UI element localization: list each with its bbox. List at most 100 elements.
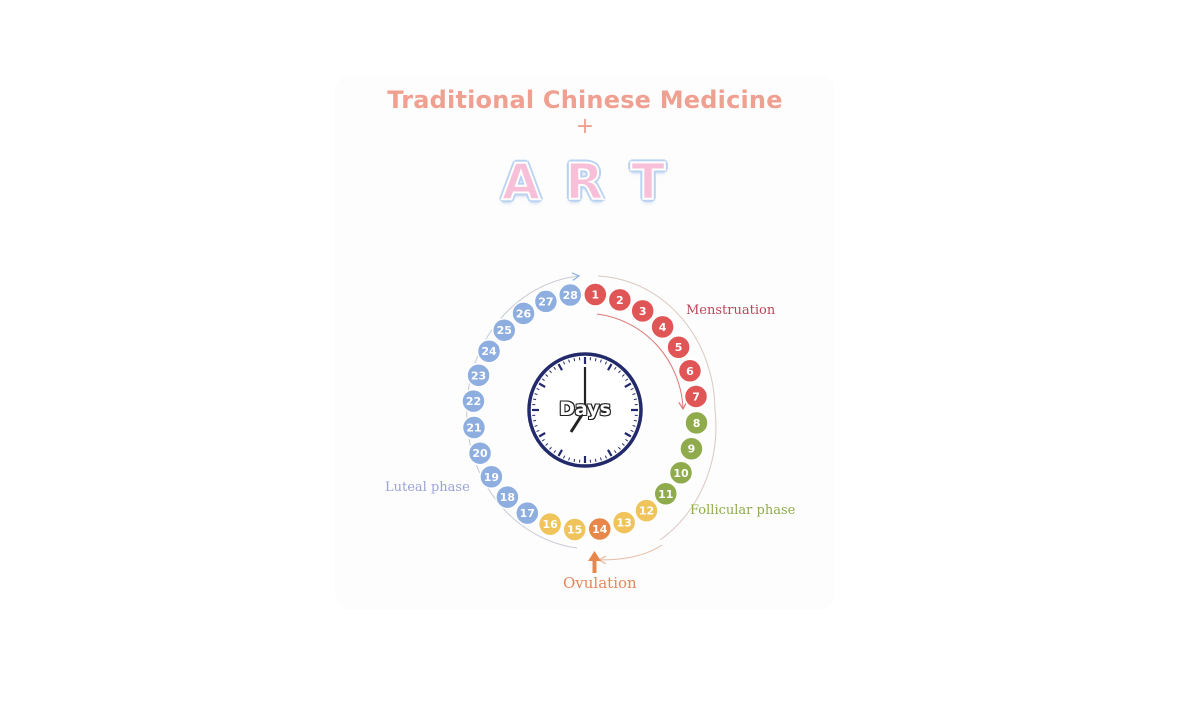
day-number: 19 bbox=[484, 471, 499, 484]
day-circle-18: 18 bbox=[495, 484, 520, 510]
clock-tick bbox=[541, 438, 545, 442]
clock-tick bbox=[599, 457, 602, 461]
day-circle-16: 16 bbox=[537, 511, 563, 537]
day-circle-7: 7 bbox=[683, 384, 709, 409]
menstruation-label: Menstruation bbox=[686, 303, 776, 318]
clock-tick bbox=[604, 361, 608, 365]
clock-tick bbox=[557, 449, 563, 457]
day-circle-20: 20 bbox=[467, 440, 493, 466]
clock-tick bbox=[618, 446, 621, 450]
clock-days-label: Days bbox=[559, 398, 611, 420]
day-number: 15 bbox=[567, 523, 582, 536]
day-number: 22 bbox=[466, 395, 481, 408]
clock-tick bbox=[621, 443, 625, 446]
ovulation-label: Ovulation bbox=[563, 574, 637, 592]
clock-tick bbox=[549, 370, 552, 374]
day-circle-1: 1 bbox=[583, 282, 608, 307]
follicular-phase-label: Follicular phase bbox=[690, 503, 796, 518]
clock-tick bbox=[573, 358, 576, 362]
clock-tick bbox=[536, 429, 540, 433]
clock-tick bbox=[632, 424, 636, 427]
page-title: Traditional Chinese Medicine bbox=[387, 86, 783, 114]
day-number: 7 bbox=[692, 390, 700, 403]
day-circle-28: 28 bbox=[557, 282, 583, 308]
outer-cycle-ring-left bbox=[466, 276, 578, 549]
day-circle-19: 19 bbox=[479, 464, 504, 490]
day-number: 28 bbox=[563, 289, 578, 302]
day-number: 6 bbox=[686, 365, 694, 378]
background-card bbox=[335, 75, 835, 610]
clock-tick bbox=[545, 374, 549, 377]
day-circle-22: 22 bbox=[461, 388, 486, 414]
clock-tick bbox=[613, 450, 617, 454]
day-number: 11 bbox=[658, 488, 673, 501]
day-circle-8: 8 bbox=[684, 410, 709, 436]
day-number: 8 bbox=[693, 417, 701, 430]
day-number: 17 bbox=[520, 507, 535, 520]
clock-tick bbox=[573, 458, 576, 462]
clock-tick bbox=[545, 443, 549, 446]
day-number: 1 bbox=[591, 289, 599, 302]
day-circle-6: 6 bbox=[677, 358, 703, 384]
day-circle-17: 17 bbox=[515, 500, 540, 526]
clock-tick bbox=[624, 382, 632, 388]
clock-tick bbox=[557, 363, 563, 371]
clock-tick bbox=[630, 387, 634, 391]
clock-tick bbox=[534, 424, 538, 427]
day-number: 14 bbox=[592, 523, 608, 536]
day-number: 5 bbox=[675, 341, 683, 354]
day-number: 3 bbox=[639, 305, 647, 318]
clock-icon bbox=[527, 352, 643, 468]
day-circle-12: 12 bbox=[634, 498, 659, 523]
day-number: 25 bbox=[497, 324, 512, 337]
menstruation-arrow bbox=[596, 313, 683, 408]
outer-cycle-ring-right bbox=[597, 275, 717, 541]
day-circle-26: 26 bbox=[511, 301, 536, 326]
clock-tick bbox=[553, 366, 557, 370]
clock-tick bbox=[625, 438, 629, 442]
clock-tick bbox=[630, 429, 634, 433]
day-circle-21: 21 bbox=[461, 415, 487, 440]
day-number: 27 bbox=[538, 295, 553, 308]
day-circle-9: 9 bbox=[679, 436, 704, 461]
clock-tick bbox=[621, 374, 625, 377]
clock-tick bbox=[607, 449, 613, 457]
plus-sign: + bbox=[575, 114, 595, 139]
day-number: 10 bbox=[673, 467, 689, 480]
clock-tick bbox=[594, 358, 597, 362]
clock-tick bbox=[534, 393, 538, 396]
clock-tick bbox=[618, 370, 621, 374]
follicular-arrow bbox=[600, 544, 663, 560]
day-number: 16 bbox=[542, 518, 558, 531]
day-circle-4: 4 bbox=[650, 314, 675, 340]
day-circle-25: 25 bbox=[491, 317, 517, 343]
day-circle-2: 2 bbox=[607, 287, 633, 313]
day-number: 2 bbox=[616, 294, 624, 307]
luteal-phase-label: Luteal phase bbox=[385, 480, 470, 495]
day-number: 12 bbox=[639, 505, 654, 518]
day-circle-15: 15 bbox=[562, 517, 587, 542]
clock-tick bbox=[633, 398, 637, 401]
clock-tick bbox=[613, 366, 617, 370]
art-wordmark: A R T bbox=[492, 146, 677, 218]
clock-tick bbox=[536, 387, 540, 391]
day-number: 26 bbox=[516, 307, 532, 320]
clock-tick bbox=[633, 419, 637, 422]
day-number: 23 bbox=[471, 369, 486, 382]
day-circle-14: 14 bbox=[587, 516, 613, 542]
day-circle-23: 23 bbox=[466, 363, 491, 388]
clock-tick bbox=[562, 361, 566, 365]
clock-tick bbox=[632, 393, 636, 396]
day-number: 21 bbox=[466, 422, 481, 435]
art-letter-t: T bbox=[630, 152, 666, 212]
clock-tick bbox=[538, 432, 546, 438]
day-number: 18 bbox=[500, 491, 515, 504]
day-number: 4 bbox=[659, 321, 667, 334]
day-circle-11: 11 bbox=[653, 481, 679, 507]
day-number: 13 bbox=[616, 517, 631, 530]
clock-tick bbox=[604, 455, 608, 459]
day-number: 24 bbox=[481, 345, 497, 358]
clock-tick bbox=[553, 450, 557, 454]
